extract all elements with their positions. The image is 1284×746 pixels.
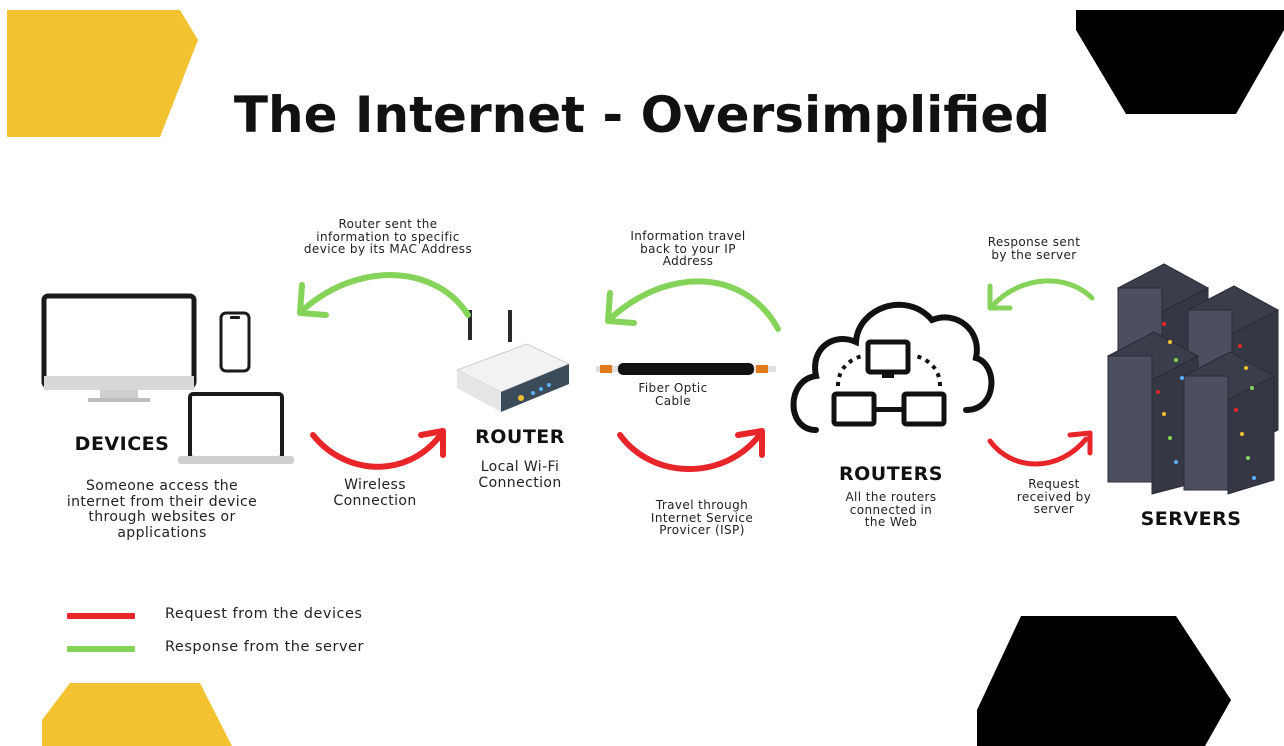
wifi-router-icon: [455, 310, 571, 412]
fiber-cable-icon: [596, 363, 776, 375]
routers-label: ROUTERS: [839, 463, 943, 485]
router-caption: Local Wi-Fi Connection: [478, 459, 562, 491]
devices-label: DEVICES: [74, 433, 170, 455]
router-to-device-caption: Router sent the information to specific …: [303, 217, 473, 256]
response-server-caption: Response sent by the server: [987, 235, 1081, 262]
monitor-icon: [41, 293, 197, 402]
arrow-response-server: [987, 278, 1095, 311]
arrow-wireless-request: [310, 428, 446, 470]
legend-request-label: Request from the devices: [165, 606, 363, 622]
isp-caption: Travel through Internet Service Provicer…: [650, 498, 754, 537]
server-rack-icon: [1106, 263, 1280, 495]
arrow-request-server: [987, 430, 1093, 467]
arrow-back-to-ip-response: [605, 278, 781, 332]
laptop-icon: [178, 392, 294, 464]
routers-caption: All the routers connected in the Web: [845, 490, 937, 529]
cloud-network-icon: [790, 301, 995, 433]
arrow-router-to-device-response: [297, 272, 471, 318]
back-to-ip-caption: Information travel back to your IP Addre…: [630, 229, 746, 268]
wireless-caption: Wireless Connection: [333, 477, 417, 509]
router-label: ROUTER: [475, 426, 565, 448]
legend-request-swatch: [67, 613, 135, 619]
request-server-caption: Request received by server: [1016, 477, 1092, 516]
servers-label: SERVERS: [1140, 508, 1242, 530]
fiber-caption: Fiber Optic Cable: [638, 381, 708, 408]
legend-response-swatch: [67, 646, 135, 652]
devices-caption: Someone access the internet from their d…: [66, 478, 258, 541]
phone-icon: [219, 311, 251, 373]
legend-response-label: Response from the server: [165, 639, 364, 655]
arrow-isp-request: [617, 428, 765, 472]
page-title: The Internet - Oversimplified: [233, 86, 1051, 144]
